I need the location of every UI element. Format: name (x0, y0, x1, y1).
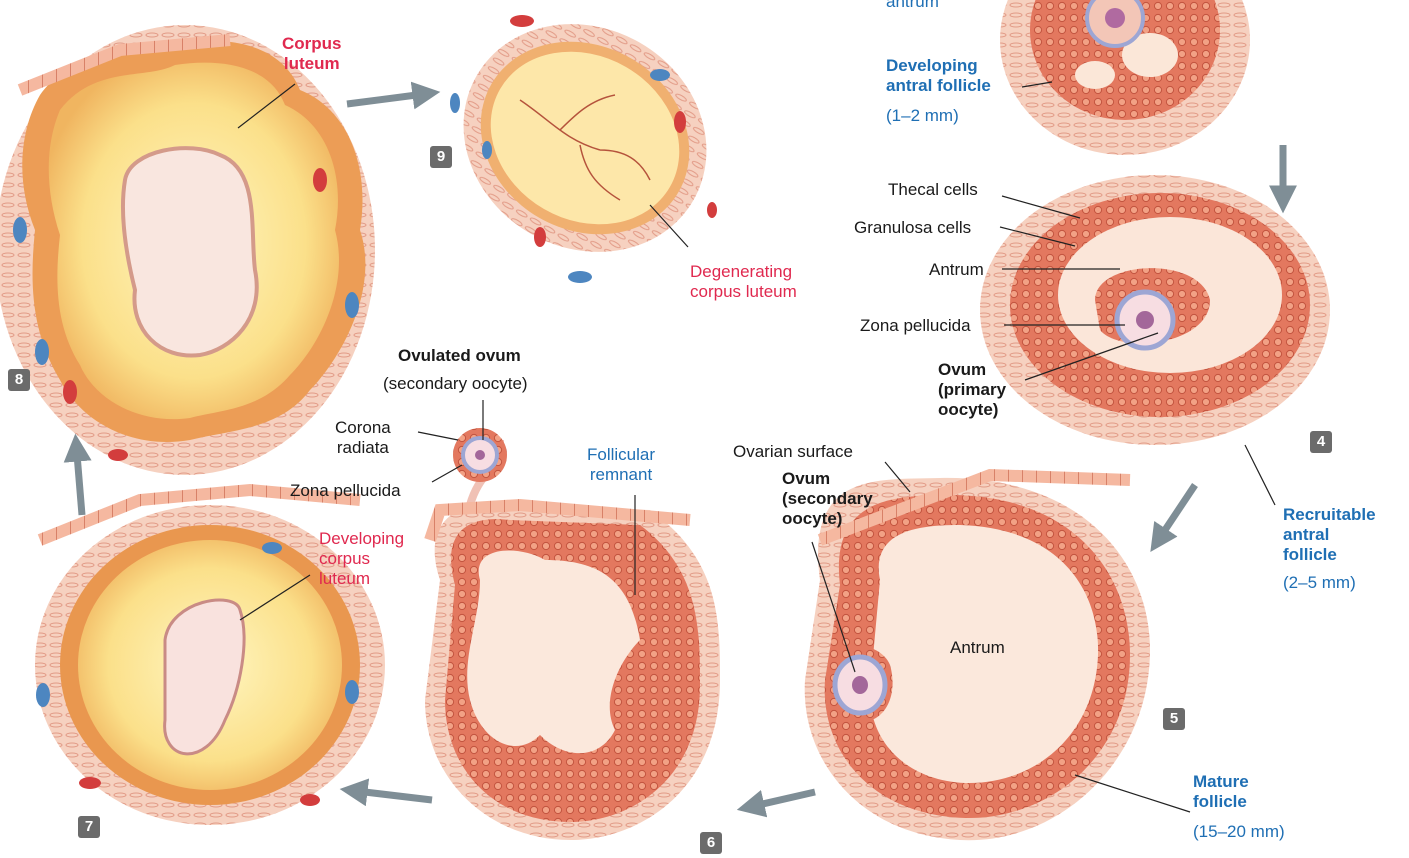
zona-pellucida-follicle4-label: Zona pellucida (860, 316, 971, 336)
stage-badge-5: 5 (1163, 708, 1185, 730)
ovarian-surface-label: Ovarian surface (733, 442, 853, 462)
ovum-secondary-label: Ovum (secondary oocyte) (782, 469, 873, 529)
degenerating-corpus-luteum (422, 0, 749, 296)
ovum-primary-label: Ovum (primary oocyte) (938, 360, 1006, 420)
corona-radiata-label: Corona radiata (335, 418, 391, 458)
mature-follicle-label: Mature follicle (1193, 772, 1249, 812)
stage-badge-7: 7 (78, 816, 100, 838)
arrow-5-to-6 (745, 792, 815, 808)
developing-antral-follicle-label: Developing antral follicle (886, 56, 991, 96)
ruptured-follicle (425, 440, 720, 840)
stage-badge-9: 9 (430, 146, 452, 168)
zona-pellucida-ovum-label: Zona pellucida (290, 481, 401, 501)
antrum-follicle4-label: Antrum (929, 260, 984, 280)
follicular-remnant-label: Follicular remnant (587, 445, 655, 485)
stage-badge-6: 6 (700, 832, 722, 854)
ovulated-ovum-sub-label: (secondary oocyte) (383, 374, 528, 394)
antrum-follicle5-label: Antrum (950, 638, 1005, 658)
thecal-cells-label: Thecal cells (888, 180, 978, 200)
arrow-4-to-5 (1155, 485, 1195, 545)
corpus-luteum-label: Corpus luteum (282, 34, 342, 74)
corpus-luteum (0, 25, 375, 475)
arrow-8-to-9 (347, 93, 432, 104)
stage-badge-8: 8 (8, 369, 30, 391)
granulosa-cells-label: Granulosa cells (854, 218, 971, 238)
mature-size-label: (15–20 mm) (1193, 822, 1285, 842)
recruitable-size-label: (2–5 mm) (1283, 573, 1356, 593)
degenerating-corpus-luteum-label: Degenerating corpus luteum (690, 262, 797, 302)
arrow-6-to-7 (348, 790, 432, 800)
developing-antral-follicle (1000, 0, 1250, 155)
ovulated-ovum-label: Ovulated ovum (398, 346, 521, 366)
developing-corpus-luteum-label: Developing corpus luteum (319, 529, 404, 589)
recruitable-antral-follicle (980, 175, 1330, 445)
arrow-7-to-8 (76, 442, 82, 515)
stage-badge-4: 4 (1310, 431, 1332, 453)
developing-antral-size-label: (1–2 mm) (886, 106, 959, 126)
antrum-top-label: antrum (886, 0, 939, 12)
recruitable-antral-follicle-label: Recruitable antral follicle (1283, 505, 1376, 565)
ovulated-ovum (453, 428, 507, 482)
